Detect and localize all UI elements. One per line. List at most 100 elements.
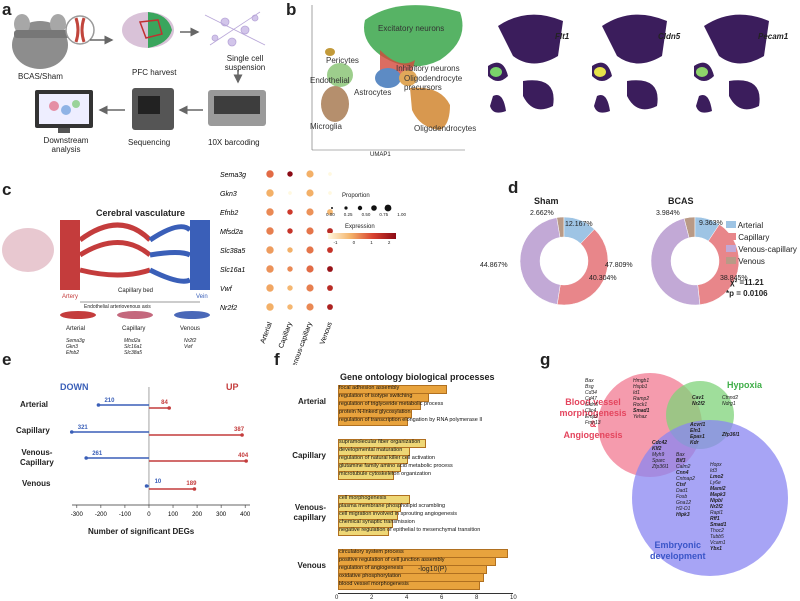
type-arterial: Arterial: [66, 326, 86, 332]
venn-gene: Sparc: [652, 458, 666, 464]
barcoding-label: 10X barcoding: [208, 138, 260, 147]
venn-gene: Bsg: [585, 384, 594, 390]
cluster-oligodendrocytes: Oligodendrocytes: [414, 124, 477, 133]
venn-gene: Hopx: [710, 462, 722, 468]
dot-mark: [327, 209, 333, 215]
dot-mark: [328, 191, 332, 195]
venn-gene: Tubb5: [710, 534, 724, 540]
bcas-title: BCAS: [668, 196, 694, 206]
e-cat-arterial: Arterial: [20, 400, 49, 409]
umap1-label: UMAP1: [370, 152, 391, 158]
go-x-tick: 4: [405, 595, 409, 601]
venn-gene: Ybx1: [710, 546, 722, 552]
go-term: cell morphogenesis: [339, 494, 387, 501]
venn-gene: Id3: [710, 468, 717, 474]
venn-gene: Ctnnd2: [722, 395, 739, 401]
green-blue-genes: Zfp36l1: [722, 432, 740, 438]
venn-gene: Fosb: [676, 494, 688, 500]
venn-gene: Hmgb1: [633, 378, 650, 384]
bcas-label-vc: 47.809%: [605, 262, 633, 269]
cluster-microglia: Microglia: [310, 122, 343, 131]
dot-mark: [287, 247, 293, 253]
go-title: Gene ontology biological processes: [340, 372, 495, 382]
go-term: circulatory system process: [339, 548, 404, 555]
venn-gene: Yehaz: [633, 414, 647, 420]
go-category: Arterial: [297, 397, 326, 406]
up-value: 189: [186, 481, 197, 487]
venn-gene: Zfp36l1: [652, 464, 669, 470]
panel-label-e: e: [2, 350, 12, 369]
go-x-tick: 8: [475, 595, 479, 601]
venn-gene: Smad1: [633, 408, 650, 414]
x-tick-label: -100: [119, 512, 132, 518]
e-cat-capillary: Capillary: [16, 426, 50, 435]
type-venous: Venous: [180, 326, 201, 332]
go-category: Venous: [297, 561, 326, 570]
dot-mark: [327, 285, 333, 291]
dot-col-label: Venous-capillary: [290, 321, 314, 365]
dot-plot: Sema3gGkn3Efnb2Mfsd2aSlc38a5Slc16a1VwfNr…: [220, 170, 334, 365]
go-term: focal adhesion assembly: [339, 384, 400, 391]
dot-mark: [327, 247, 333, 253]
gene-cldn5: Cldn5: [658, 32, 681, 41]
axis-label: Endothelial arteriovenous axis: [84, 304, 151, 310]
pfc-label: PFC harvest: [132, 68, 177, 77]
go-term: microtubule cytoskeleton organization: [339, 470, 432, 477]
dot-col-label: Venous: [319, 321, 334, 346]
venn-gene: Nipbl: [710, 498, 723, 504]
venn-diagram: [598, 373, 788, 576]
venn-gene: Ly6e: [710, 480, 721, 486]
up-point: [192, 487, 197, 491]
dot-mark: [306, 170, 314, 178]
venn-gene: Zfp36l1: [722, 432, 740, 438]
down-point: [96, 403, 101, 407]
down-value: 10: [155, 479, 162, 485]
bcas-slice: [650, 218, 701, 306]
dot-mark: [266, 303, 274, 311]
venn-gene: Lmo2: [710, 474, 724, 480]
dot-col-label: Arterial: [260, 321, 274, 345]
down-value: 321: [78, 425, 89, 431]
dot-gene-label: Vwf: [220, 286, 233, 293]
gene-pecam1: Pecam1: [758, 32, 789, 41]
venn-gene: Cldn5: [585, 402, 599, 408]
go-category: Venous-capillary: [293, 503, 326, 522]
dot-mark: [287, 209, 293, 215]
go-term: regulation of angiogenesis: [339, 564, 404, 571]
brain-icon: [122, 12, 174, 48]
down-point: [144, 484, 149, 488]
sham-slice: [519, 217, 561, 305]
go-term: regulation of isotype switching: [339, 392, 413, 399]
venn-gene: Cnn4: [676, 470, 689, 476]
go-term: positive regulation of cell junction ass…: [339, 556, 445, 563]
cluster-opc-2: precursors: [404, 83, 442, 92]
e-cat-venous: Venous: [22, 479, 51, 488]
go-term: protein N-linked glycosylation: [339, 408, 411, 415]
venn-gene: Cd47: [585, 396, 597, 402]
dot-gene-label: Efnb2: [220, 210, 238, 217]
venn-gene: Cd34: [585, 390, 597, 396]
venn-gene: Nr2f2: [692, 401, 705, 407]
cluster-excitatory: Excitatory neurons: [378, 24, 445, 33]
expression-colorbar: [328, 233, 396, 239]
down-value: 261: [92, 451, 103, 457]
down-label: DOWN: [60, 382, 89, 392]
venn-gene: Bax: [585, 378, 594, 384]
x-tick-label: 300: [216, 512, 227, 518]
go-term: cell migration involved in sprouting ang…: [339, 510, 458, 517]
artery-label: Artery: [62, 294, 79, 300]
up-point: [167, 406, 171, 410]
venn-gene: Epas1: [690, 434, 705, 440]
dot-mark: [266, 265, 274, 273]
proportion-legend-title: Proportion: [342, 193, 370, 199]
sham-label-vc: 44.867%: [480, 262, 508, 269]
venn-gene: Fmn13: [585, 420, 601, 426]
vein-label: Vein: [196, 294, 208, 300]
bcas-label: BCAS/Sham: [18, 72, 63, 81]
